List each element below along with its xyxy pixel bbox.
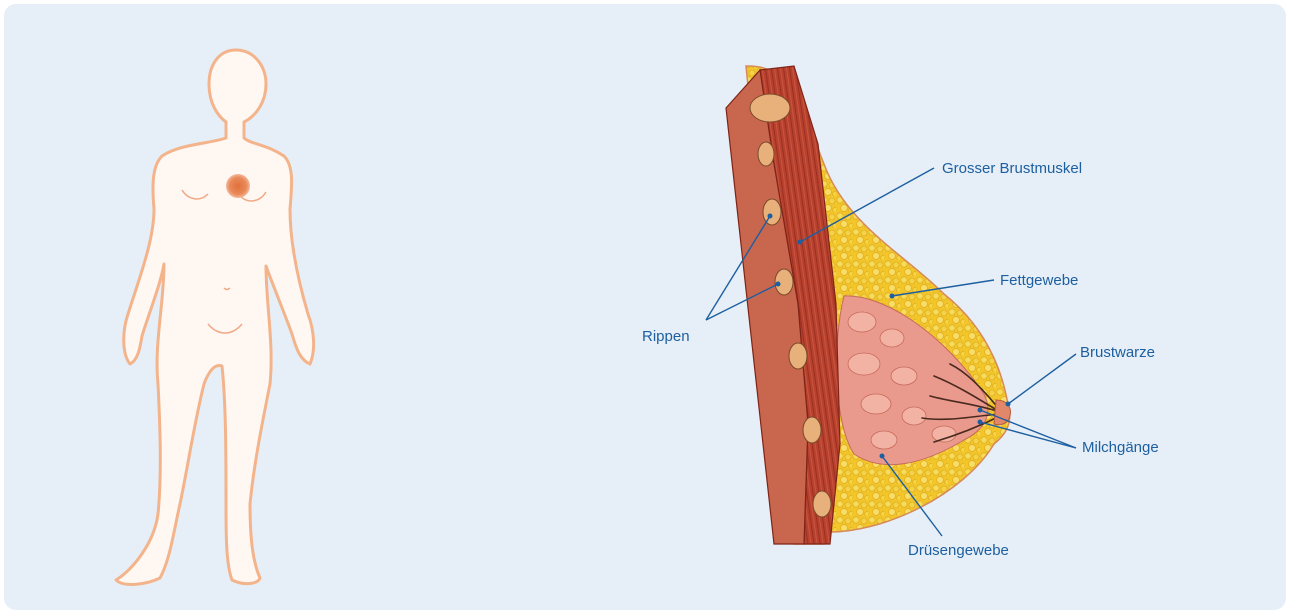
label-fat-tissue: Fettgewebe <box>1000 272 1078 290</box>
label-nipple: Brustwarze <box>1080 344 1155 362</box>
body-silhouette <box>116 50 314 584</box>
label-gland-tissue: Drüsengewebe <box>908 542 1009 560</box>
leader-line-nipple <box>1008 354 1076 404</box>
anatomy-illustration <box>4 4 1286 610</box>
breast-cross-section <box>726 66 1010 544</box>
label-pectoral-muscle: Grosser Brustmuskel <box>942 160 1082 178</box>
label-ribs: Rippen <box>642 328 690 346</box>
clavicle-section <box>750 94 790 122</box>
breast-marker <box>226 174 250 198</box>
illustration-panel: Grosser Brustmuskel Fettgewebe Rippen Br… <box>4 4 1286 610</box>
label-milk-ducts: Milchgänge <box>1082 439 1159 457</box>
body-outline <box>116 50 314 584</box>
